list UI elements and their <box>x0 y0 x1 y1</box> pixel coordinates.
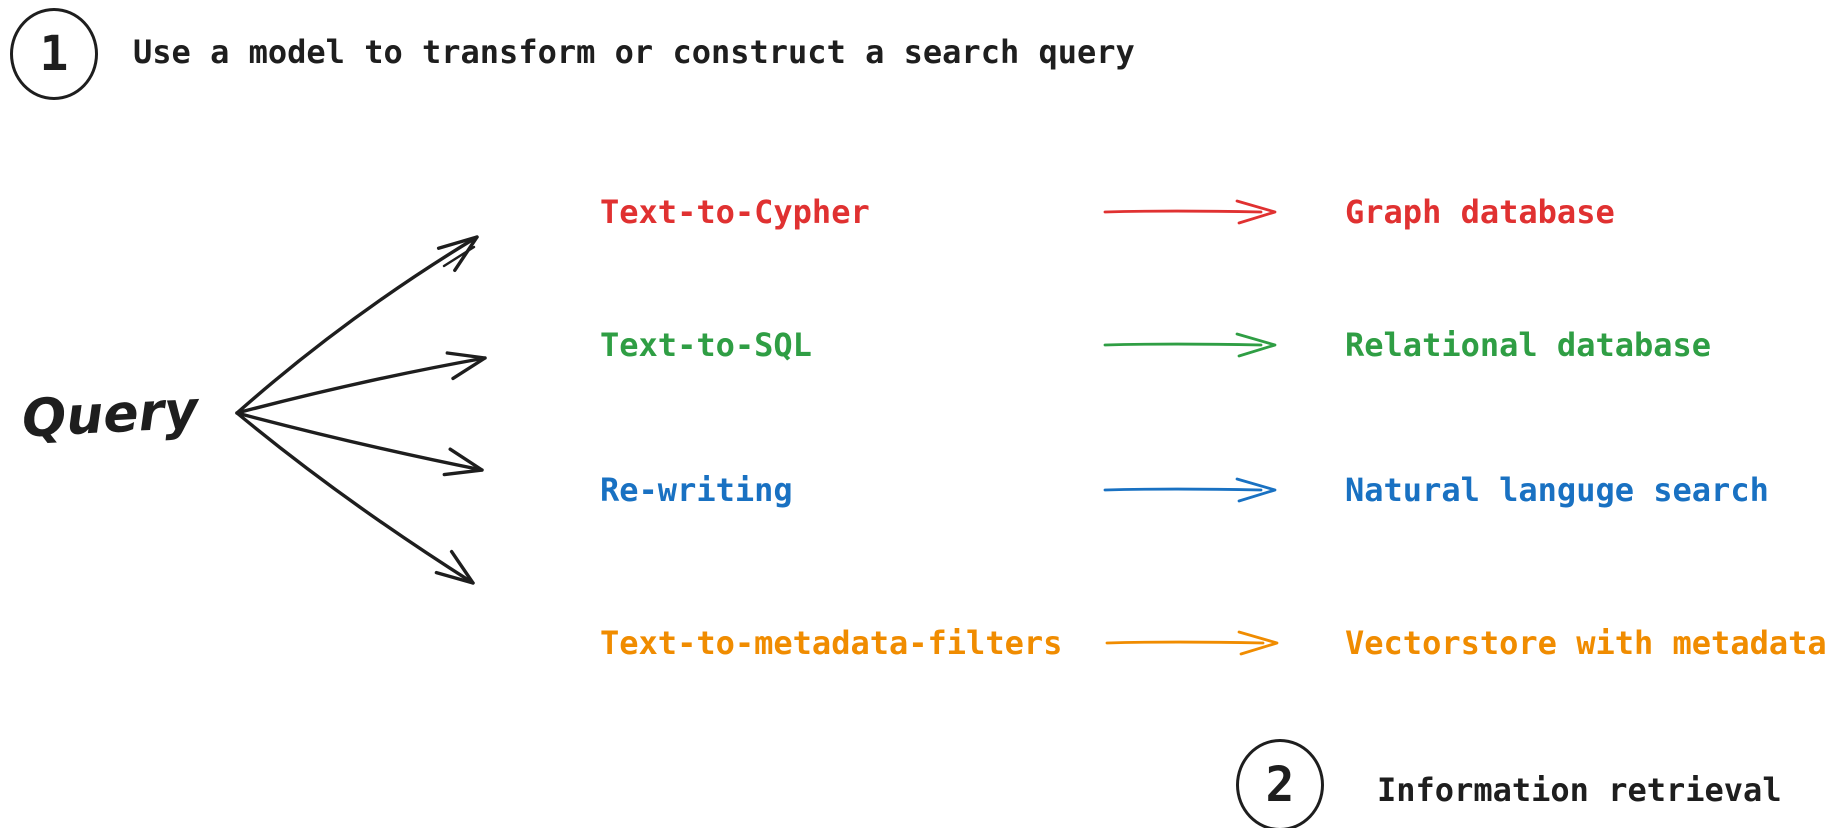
step-1-circle-icon: 1 <box>10 8 98 100</box>
method-label-text-to-cypher: Text-to-Cypher <box>600 193 870 231</box>
target-label-vectorstore-with-metadata: Vectorstore with metadata <box>1345 624 1827 662</box>
step-2-number: 2 <box>1265 757 1295 813</box>
target-label-natural-language-search: Natural languge search <box>1345 471 1769 509</box>
target-label-relational-database: Relational database <box>1345 326 1712 364</box>
method-label-text-to-metadata-filters: Text-to-metadata-filters <box>600 624 1063 662</box>
method-label-re-writing: Re-writing <box>600 471 793 509</box>
row-arrow-icon <box>1103 332 1277 358</box>
row-arrow-icon <box>1103 199 1277 225</box>
method-label-text-to-sql: Text-to-SQL <box>600 326 812 364</box>
step-1-number: 1 <box>39 26 69 82</box>
step-1-title: Use a model to transform or construct a … <box>133 33 1135 71</box>
step-2-circle-icon: 2 <box>1236 739 1324 828</box>
target-label-graph-database: Graph database <box>1345 193 1615 231</box>
row-arrow-icon <box>1103 477 1277 503</box>
row-arrow-icon <box>1105 630 1279 656</box>
step-2-title: Information retrieval <box>1377 771 1782 809</box>
